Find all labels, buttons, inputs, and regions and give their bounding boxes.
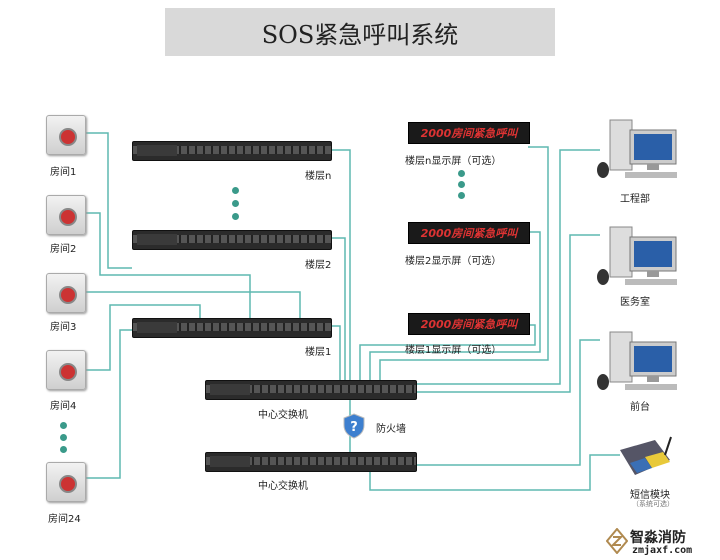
computer-icon — [597, 119, 677, 178]
svg-text:?: ? — [350, 420, 358, 435]
floor-switch — [132, 230, 332, 250]
ellipsis-dot — [232, 187, 239, 194]
ellipsis-dot — [60, 446, 67, 453]
floor-label: 楼层n — [305, 171, 332, 182]
display-label: 楼层2显示屏（可选） — [405, 256, 502, 267]
watermark-url: zmjaxf.com — [632, 545, 693, 556]
central-switch — [205, 380, 417, 400]
terminal-label: 医务室 — [620, 297, 650, 308]
ellipsis-dot — [60, 422, 67, 429]
computer-icon — [597, 226, 677, 285]
floor-switch — [132, 141, 332, 161]
room-call-button[interactable] — [46, 462, 86, 502]
room-label: 房间3 — [50, 322, 77, 333]
led-display: 2000房间紧急呼叫 — [408, 313, 530, 335]
page-title: SOS紧急呼叫系统 — [165, 8, 555, 56]
room-call-button[interactable] — [46, 273, 86, 313]
ellipsis-dot — [60, 434, 67, 441]
terminal-label: 工程部 — [620, 194, 650, 205]
sms-module-icon — [620, 436, 672, 475]
computer-icon — [597, 331, 677, 390]
led-display: 2000房间紧急呼叫 — [408, 122, 530, 144]
led-display: 2000房间紧急呼叫 — [408, 222, 530, 244]
room-call-button[interactable] — [46, 115, 86, 155]
floor-label: 楼层2 — [305, 260, 332, 271]
floor-switch — [132, 318, 332, 338]
firewall-label: 防火墙 — [376, 424, 406, 435]
sms-label: 短信模块 — [630, 490, 670, 501]
terminal-label: 前台 — [630, 402, 650, 413]
ellipsis-dot — [458, 192, 465, 199]
room-label: 房间1 — [50, 167, 77, 178]
room-label: 房间2 — [50, 244, 77, 255]
ellipsis-dot — [232, 200, 239, 207]
central-switch-label: 中心交换机 — [258, 410, 308, 421]
display-label: 楼层1显示屏（可选） — [405, 345, 502, 356]
display-label: 楼层n显示屏（可选） — [405, 156, 502, 167]
central-switch-label: 中心交换机 — [258, 481, 308, 492]
ellipsis-dot — [458, 170, 465, 177]
watermark-name: 智淼消防 — [630, 530, 686, 546]
room-label: 房间24 — [48, 514, 81, 525]
watermark-logo-icon — [606, 528, 628, 554]
firewall-shield-icon: ? — [343, 413, 365, 443]
ellipsis-dot — [232, 213, 239, 220]
central-switch — [205, 452, 417, 472]
sms-note: （系统可选） — [632, 500, 674, 508]
room-call-button[interactable] — [46, 350, 86, 390]
room-call-button[interactable] — [46, 195, 86, 235]
room-label: 房间4 — [50, 401, 77, 412]
floor-label: 楼层1 — [305, 347, 332, 358]
ellipsis-dot — [458, 181, 465, 188]
